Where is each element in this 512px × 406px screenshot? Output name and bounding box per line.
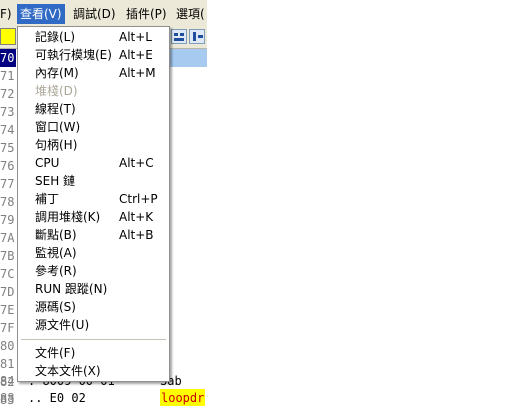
menu-item-stack: 堆棧(D)	[18, 82, 169, 100]
selected-row-highlight	[170, 49, 207, 67]
address-cell[interactable]: 77	[0, 177, 15, 191]
menu-item-handles[interactable]: 句柄(H)	[18, 136, 169, 154]
address-cell[interactable]: 82	[0, 375, 15, 389]
menu-item-references[interactable]: 參考(R)	[18, 262, 169, 280]
address-cell[interactable]: 73	[0, 105, 15, 119]
toolbar-status-indicator	[0, 28, 16, 45]
address-cell[interactable]: 7E	[0, 303, 15, 317]
address-cell[interactable]: 83	[0, 393, 15, 406]
code-row[interactable]: .. E0 02 loopdr	[28, 389, 207, 406]
menu-item-breakpoints[interactable]: 斷點(B) Alt+B	[18, 226, 169, 244]
address-cell[interactable]: 84	[0, 374, 15, 388]
menu-item-patches[interactable]: 補丁 Ctrl+P	[18, 190, 169, 208]
address-cell[interactable]: 72	[0, 87, 15, 101]
menu-item-label: 監視(A)	[35, 246, 77, 260]
menu-item-shortcut: Alt+E	[119, 48, 153, 62]
menu-item-call-stack[interactable]: 調用堆棧(K) Alt+K	[18, 208, 169, 226]
menu-item-run-trace[interactable]: RUN 跟蹤(N)	[18, 280, 169, 298]
address-cell[interactable]: 7F	[0, 321, 15, 335]
toolbar-view-icon[interactable]	[171, 29, 187, 44]
menu-item-threads[interactable]: 線程(T)	[18, 100, 169, 118]
menu-item-shortcut: Alt+K	[119, 210, 154, 224]
menu-item-text-file[interactable]: 文本文件(X)	[18, 362, 169, 380]
menu-item-seh-chain[interactable]: SEH 鏈	[18, 172, 169, 190]
menu-item-label: 文本文件(X)	[35, 364, 101, 378]
menu-item-windows[interactable]: 窗口(W)	[18, 118, 169, 136]
view-dropdown-menu: 記錄(L) Alt+L 可執行模塊(E) Alt+E 內存(M) Alt+M 堆…	[17, 26, 170, 382]
menu-item-label: 內存(M)	[35, 66, 79, 80]
menu-options[interactable]: 選項(	[176, 7, 205, 21]
menu-view[interactable]: 查看(V)	[17, 4, 65, 24]
menu-item-label: SEH 鏈	[35, 174, 76, 188]
menu-item-executable-modules[interactable]: 可執行模塊(E) Alt+E	[18, 46, 169, 64]
menu-item-source[interactable]: 源碼(S)	[18, 298, 169, 316]
address-cell[interactable]: 78	[0, 195, 15, 209]
address-cell[interactable]: 76	[0, 159, 15, 173]
menu-item-label: 可執行模塊(E)	[35, 48, 112, 62]
menu-item-label: 源碼(S)	[35, 300, 76, 314]
address-cell[interactable]: 81	[0, 357, 15, 371]
code-label-highlighted: loopdr	[160, 389, 206, 406]
address-cell[interactable]: 75	[0, 141, 15, 155]
menu-item-label: 堆棧(D)	[35, 84, 78, 98]
menu-file[interactable]: F)	[0, 7, 12, 21]
menu-debug[interactable]: 調試(D)	[73, 7, 116, 21]
address-cell[interactable]: 71	[0, 69, 15, 83]
menu-item-cpu[interactable]: CPU Alt+C	[18, 154, 169, 172]
menu-bar: F) 查看(V) 調試(D) 插件(P) 選項(	[0, 0, 207, 27]
address-cell[interactable]: 7A	[0, 231, 15, 245]
address-cell[interactable]: 7D	[0, 285, 15, 299]
address-cell[interactable]: 74	[0, 123, 15, 137]
menu-item-label: 線程(T)	[35, 102, 76, 116]
menu-item-shortcut: Alt+M	[119, 66, 156, 80]
address-cell[interactable]: 79	[0, 213, 15, 227]
menu-item-label: 句柄(H)	[35, 138, 78, 152]
menu-item-label: 參考(R)	[35, 264, 77, 278]
menu-item-shortcut: Alt+L	[119, 30, 152, 44]
menu-item-log[interactable]: 記錄(L) Alt+L	[18, 28, 169, 46]
menu-item-label: 窗口(W)	[35, 120, 81, 134]
menu-item-shortcut: Ctrl+P	[119, 192, 158, 206]
menu-item-label: 斷點(B)	[35, 228, 77, 242]
menu-item-source-files[interactable]: 源文件(U)	[18, 316, 169, 334]
address-cell[interactable]: 70	[0, 49, 16, 67]
menu-item-label: 補丁	[35, 192, 60, 206]
address-cell[interactable]: 7C	[0, 267, 15, 281]
menu-item-shortcut: Alt+B	[119, 228, 154, 242]
menu-item-label: 源文件(U)	[35, 318, 90, 332]
address-cell[interactable]: 88	[0, 391, 15, 405]
toolbar-split-icon[interactable]	[189, 29, 205, 44]
menu-item-watches[interactable]: 監視(A)	[18, 244, 169, 262]
menu-item-label: 調用堆棧(K)	[35, 210, 101, 224]
menu-item-label: 記錄(L)	[35, 30, 76, 44]
menu-plugins[interactable]: 插件(P)	[126, 7, 167, 21]
code-bytes: .. E0 02	[28, 391, 86, 405]
menu-item-shortcut: Alt+C	[119, 156, 154, 170]
debugger-window: F) 查看(V) 調試(D) 插件(P) 選項( 70 71 72 73 74 75 76 7…	[0, 0, 207, 406]
menu-item-label: CPU	[35, 156, 60, 170]
menu-item-memory[interactable]: 內存(M) Alt+M	[18, 64, 169, 82]
menu-item-file[interactable]: 文件(F)	[18, 344, 169, 362]
menu-separator	[21, 339, 166, 340]
address-cell[interactable]: 80	[0, 339, 15, 353]
menu-item-label: RUN 跟蹤(N)	[35, 282, 108, 296]
menu-item-label: 文件(F)	[35, 346, 76, 360]
address-cell[interactable]: 7B	[0, 249, 15, 263]
